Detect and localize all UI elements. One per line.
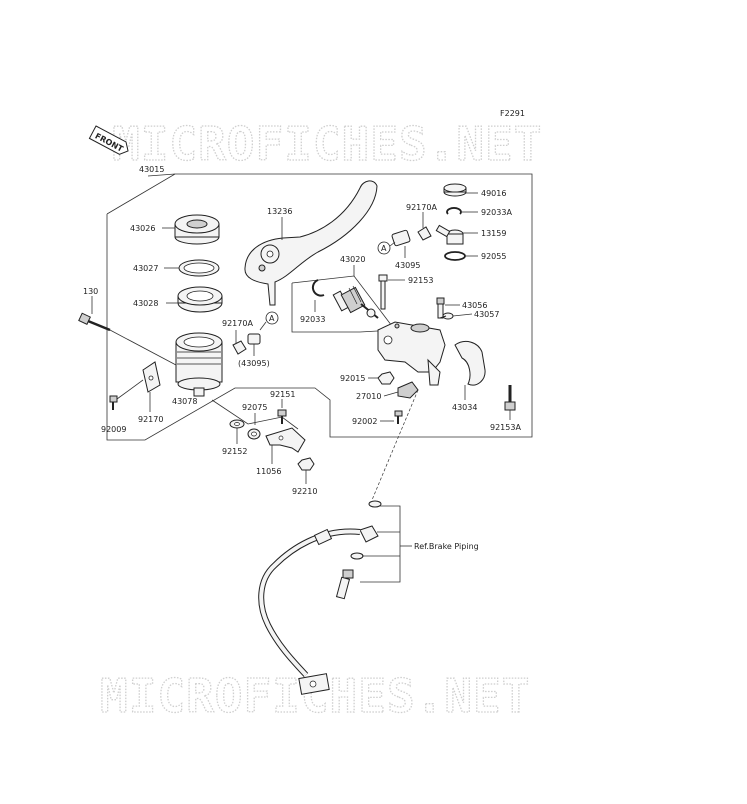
clamp-92170a-left [232, 340, 247, 355]
label-27010: 27010 [356, 392, 381, 401]
hose-43095-right [391, 229, 411, 247]
switch-27010 [397, 381, 419, 399]
watermark-top: MICROFICHES.NET [112, 117, 542, 171]
label-43034: 43034 [452, 403, 477, 412]
ref-a-marker-left: A [265, 311, 279, 325]
label-92210: 92210 [292, 487, 317, 496]
label-43078: 43078 [172, 397, 197, 406]
label-43020: 43020 [340, 255, 365, 264]
label-92170a-left: 92170A [222, 319, 253, 328]
clamp-92170a-right [417, 226, 432, 241]
label-92170: 92170 [138, 415, 163, 424]
ref-bracket-line [360, 505, 401, 583]
snap-ring-92033a [446, 207, 462, 215]
label-92153: 92153 [408, 276, 433, 285]
assembly-boundary [106, 173, 533, 441]
label-92009: 92009 [101, 425, 126, 434]
clamp-43034 [454, 341, 486, 386]
label-43028: 43028 [133, 299, 158, 308]
washer-92152 [229, 419, 245, 429]
label-92153a: 92153A [490, 423, 521, 432]
bolt-92151 [277, 409, 287, 424]
label-49016: 49016 [481, 189, 506, 198]
figure-code: F2291 [500, 109, 525, 118]
label-92055: 92055 [481, 252, 506, 261]
label-92170a-right: 92170A [406, 203, 437, 212]
reservoir-cap-43026 [174, 214, 220, 245]
hose-43095-left [247, 333, 261, 345]
joint-13159 [435, 224, 464, 245]
label-92152: 92152 [222, 447, 247, 456]
label-92151: 92151 [270, 390, 295, 399]
label-130: 130 [83, 287, 98, 296]
screw-92009 [109, 395, 118, 410]
cap-49016 [443, 183, 467, 197]
label-92033a: 92033A [481, 208, 512, 217]
ref-a-marker-right: A [377, 241, 391, 255]
piston-assembly-43020 [332, 285, 379, 319]
reservoir-43078 [175, 332, 223, 397]
lower-leader [211, 399, 299, 430]
label-11056: 11056 [256, 467, 281, 476]
plate-43028 [177, 286, 223, 313]
pin-92153 [378, 274, 388, 310]
label-43095-paren: (43095) [238, 359, 270, 368]
screw-92002 [394, 410, 403, 424]
snap-ring-92033 [311, 279, 325, 297]
label-43015: 43015 [139, 165, 164, 174]
nut-92015 [377, 371, 395, 385]
svg-text:A: A [381, 244, 387, 253]
label-92002: 92002 [352, 417, 377, 426]
diaphragm-43027 [178, 259, 220, 277]
label-92015: 92015 [340, 374, 365, 383]
label-43095: 43095 [395, 261, 420, 270]
bolt-130 [78, 312, 111, 332]
label-ref-brake-piping: Ref.Brake Piping [414, 542, 479, 551]
grommet-92075 [247, 428, 261, 440]
bolt-92153a [504, 385, 516, 411]
nut-92210 [297, 457, 315, 471]
label-13159: 13159 [481, 229, 506, 238]
label-43027: 43027 [133, 264, 158, 273]
master-cylinder-body [377, 321, 446, 386]
label-13236: 13236 [267, 207, 292, 216]
label-92033: 92033 [300, 315, 325, 324]
svg-text:A: A [269, 314, 275, 323]
label-43057: 43057 [474, 310, 499, 319]
bracket-92170 [142, 361, 161, 393]
label-43056: 43056 [462, 301, 487, 310]
label-43026: 43026 [130, 224, 155, 233]
label-92075: 92075 [242, 403, 267, 412]
o-ring-92055 [444, 251, 466, 261]
brake-piping [258, 389, 419, 695]
brake-lever-13236 [244, 180, 378, 306]
